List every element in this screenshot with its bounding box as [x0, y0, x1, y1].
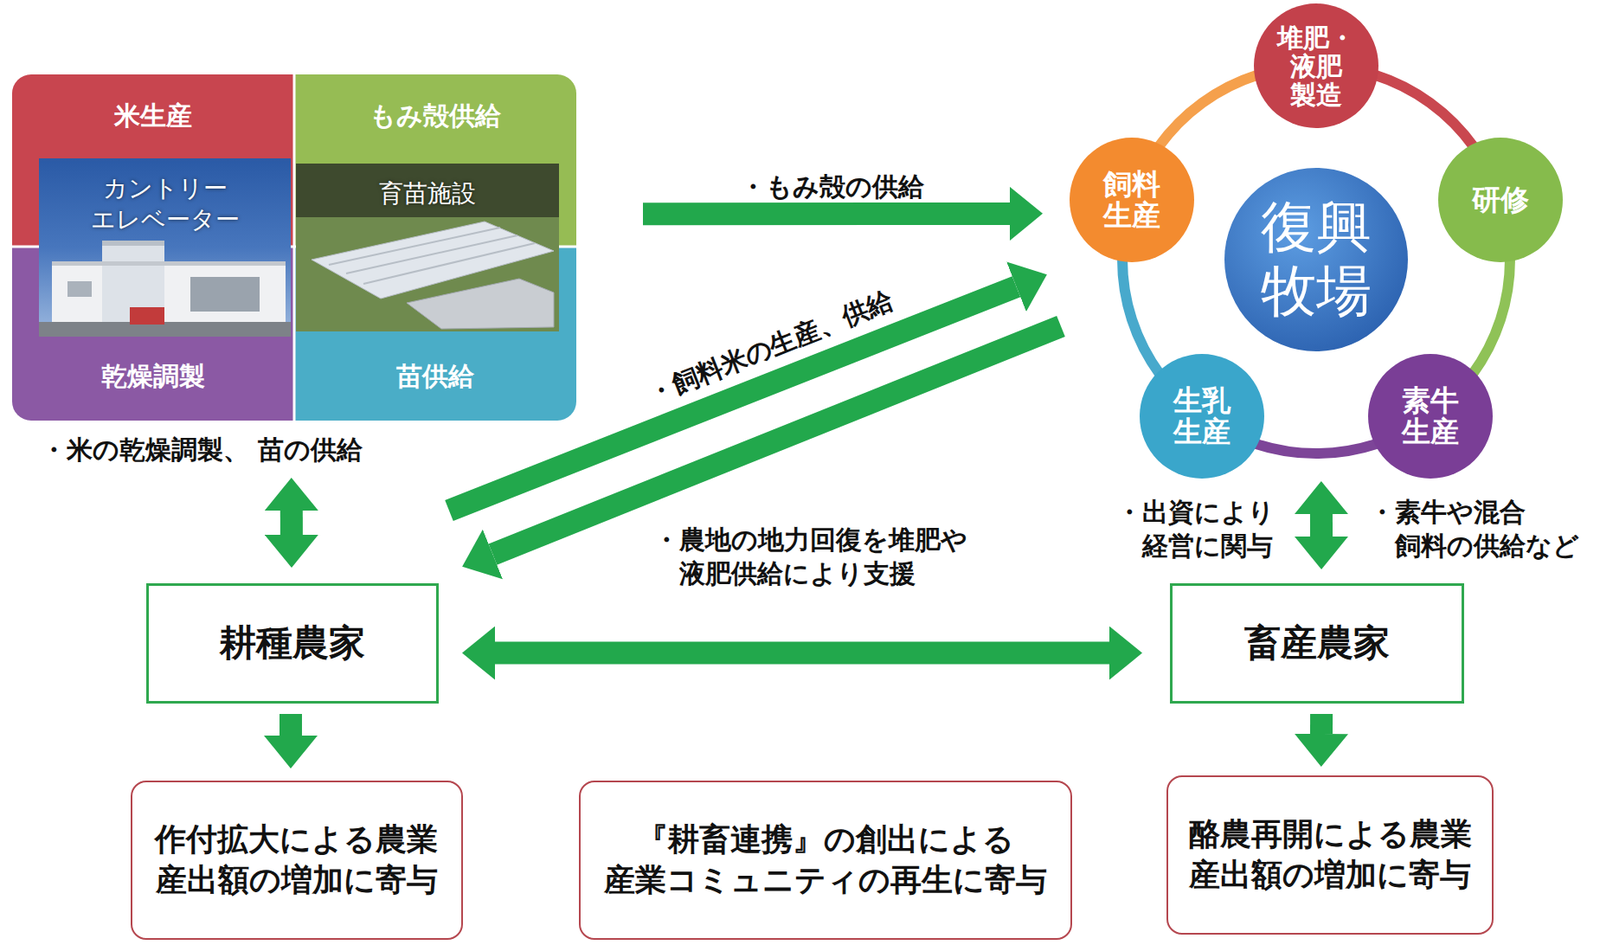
node-text: 研修: [1471, 184, 1530, 216]
tower-roof: [102, 240, 165, 246]
circle-fill: [1139, 353, 1265, 479]
edge-label: ・農地の地力回復を堆肥や 液肥供給により支援: [653, 522, 1000, 591]
photo-sky: [38, 158, 291, 337]
tower: [102, 240, 165, 324]
arrow-connector: [279, 713, 303, 736]
node-text: 『耕畜連携』の創出による 産業コミュニティの再生に寄与: [596, 819, 1055, 901]
edge-label: ・飼料米の生産、供給: [642, 282, 898, 411]
process-box: 畜産農家: [1169, 583, 1465, 704]
circle-node: 研修: [1438, 137, 1563, 263]
arrow-connector: [449, 286, 1017, 511]
node-text: 酪農再開による農業 産出額の増加に寄与: [1182, 814, 1478, 896]
arrow-connector: [1310, 713, 1333, 734]
edge-label: ・もみ殻の供給: [739, 169, 925, 204]
photo-panel: [12, 74, 577, 421]
node-text: カントリー エレベーター: [78, 173, 252, 237]
category-tile: 乾燥調製: [12, 246, 295, 421]
result-box: 『耕畜連携』の創出による 産業コミュニティの再生に寄与: [578, 780, 1073, 940]
greenhouse-rib: [363, 243, 535, 284]
barn: [406, 278, 554, 329]
node-text: 生乳 生産: [1158, 385, 1246, 449]
circle-fill: [1438, 137, 1563, 263]
hub-circle: [1224, 167, 1408, 352]
arrow-connector: [1310, 514, 1333, 537]
node-text: もみ殻供給: [369, 98, 502, 133]
category-tile: もみ殻供給: [294, 74, 577, 247]
building: [51, 261, 286, 324]
node-text: 乾燥調製: [101, 359, 206, 393]
edge-label: ・米の乾燥調製、 苗の供給: [40, 432, 363, 467]
photo-field: [295, 163, 560, 332]
tree-band: [295, 163, 560, 218]
note-label: ・素牛や混合 飼料の供給など: [1368, 494, 1586, 563]
node-text: 飼料 生産: [1088, 168, 1176, 232]
greenhouse-rib: [328, 227, 501, 265]
hub-group: 復興 牧場 堆肥・ 液肥 製造飼料 生産 研修生乳 生産 素牛 生産: [1042, 0, 1567, 482]
circle-fill: [1368, 353, 1493, 479]
photo-caption-box: 育苗施設: [295, 163, 560, 332]
circle-node: 生乳 生産: [1139, 353, 1265, 479]
nursery-photo: [295, 163, 560, 332]
circle-node: 素牛 生産: [1368, 353, 1493, 479]
arrow-connector: [280, 510, 303, 535]
door: [190, 276, 260, 312]
node-text: 堆肥・ 液肥 製造: [1272, 23, 1360, 110]
node-text: 耕種農家: [219, 619, 366, 668]
result-box: 作付拡大による農業 産出額の増加に寄与: [130, 780, 463, 940]
window: [67, 281, 92, 297]
country-elevator-photo: [38, 158, 291, 337]
arrow-connector: [642, 202, 1010, 225]
node-text: 畜産農家: [1244, 619, 1390, 668]
node-text: 米生産: [114, 98, 193, 133]
circle-fill: [1069, 137, 1195, 263]
circle-node: 飼料 生産: [1069, 137, 1195, 263]
node-text: 育苗施設: [379, 178, 476, 210]
result-box: 酪農再開による農業 産出額の増加に寄与: [1166, 775, 1494, 935]
node-text: 作付拡大による農業 産出額の増加に寄与: [149, 819, 444, 901]
process-box: 耕種農家: [146, 583, 439, 704]
edge-label: ・出資により 経営に関与: [1116, 494, 1286, 563]
truck: [129, 307, 165, 325]
circle-node: 堆肥・ 液肥 製造: [1253, 3, 1379, 129]
node-text: 苗供給: [396, 359, 475, 393]
roof-line: [51, 261, 286, 266]
arrow-connector: [494, 642, 1110, 665]
node-text: 復興 牧場: [1255, 195, 1377, 323]
category-tile: 苗供給: [294, 246, 577, 421]
circle-fill: [1253, 3, 1379, 129]
node-text: 素牛 生産: [1387, 385, 1474, 449]
photo-caption-box: カントリー エレベーター: [38, 158, 291, 337]
ground: [38, 321, 291, 337]
